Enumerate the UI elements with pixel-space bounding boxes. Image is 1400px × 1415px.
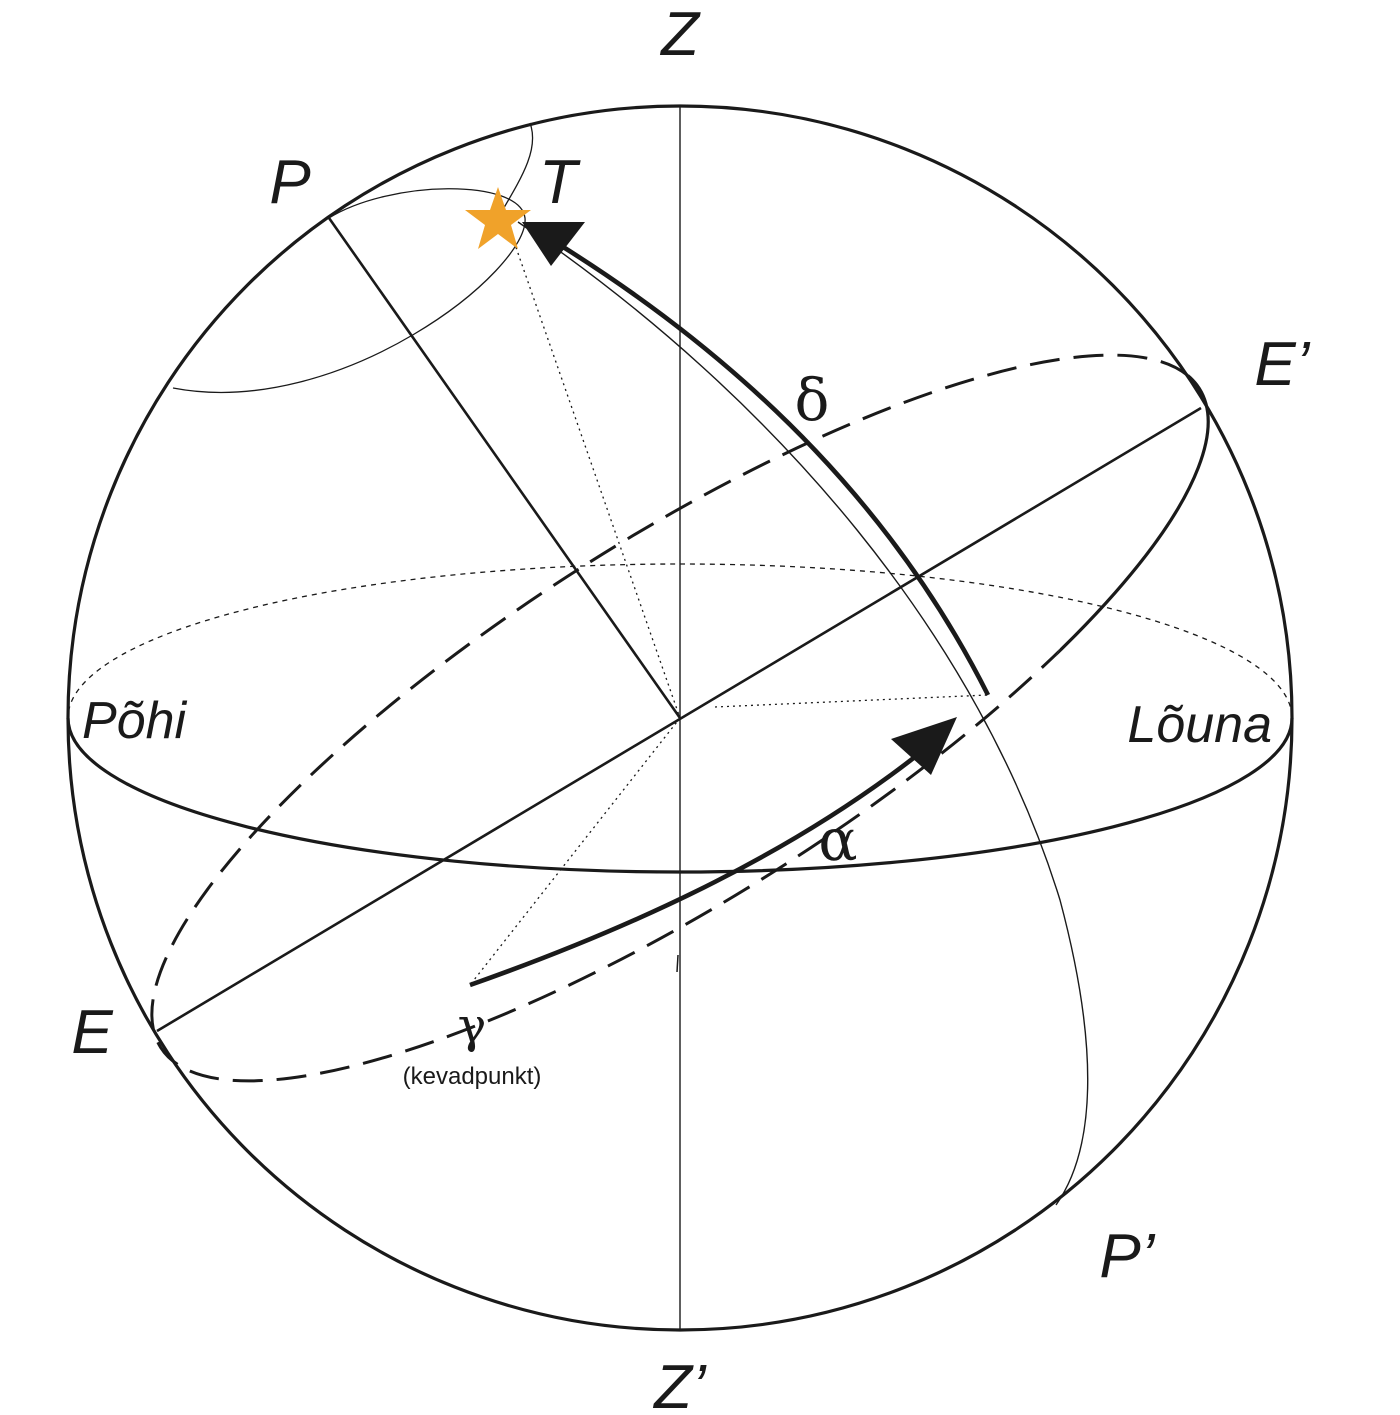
hour-circle: [517, 221, 1089, 1206]
polar-axis: [327, 217, 682, 719]
star-icon: [465, 187, 531, 249]
nadir-label: Z’: [652, 1353, 707, 1415]
right-ascension-label: α: [818, 806, 857, 874]
north-label: Põhi: [82, 692, 188, 750]
axis-tick: [676, 954, 679, 973]
right-ascension-arc: [469, 743, 932, 988]
zenith-label: Z: [659, 0, 701, 69]
star-projection-line: [511, 235, 681, 719]
diurnal-circle: [172, 188, 526, 394]
declination-arrowhead: [522, 222, 585, 266]
south-pole-label: P’: [1099, 1222, 1155, 1291]
star-label: T: [539, 148, 581, 217]
equator-right-label: E’: [1254, 330, 1310, 399]
declination-arc: [558, 243, 991, 697]
equator-left-label: E: [71, 998, 113, 1067]
vernal-point-symbol: γ: [458, 998, 487, 1054]
right-ascension-arrowhead: [891, 717, 957, 775]
north-pole-label: P: [269, 148, 310, 217]
vernal-point-name: (kevadpunkt): [403, 1063, 542, 1090]
diurnal-circle-top: [497, 122, 534, 219]
south-label: Lõuna: [1127, 696, 1272, 754]
vernal-projection-line: [469, 717, 681, 986]
south-projection-line: [714, 694, 989, 708]
declination-label: δ: [795, 366, 830, 434]
